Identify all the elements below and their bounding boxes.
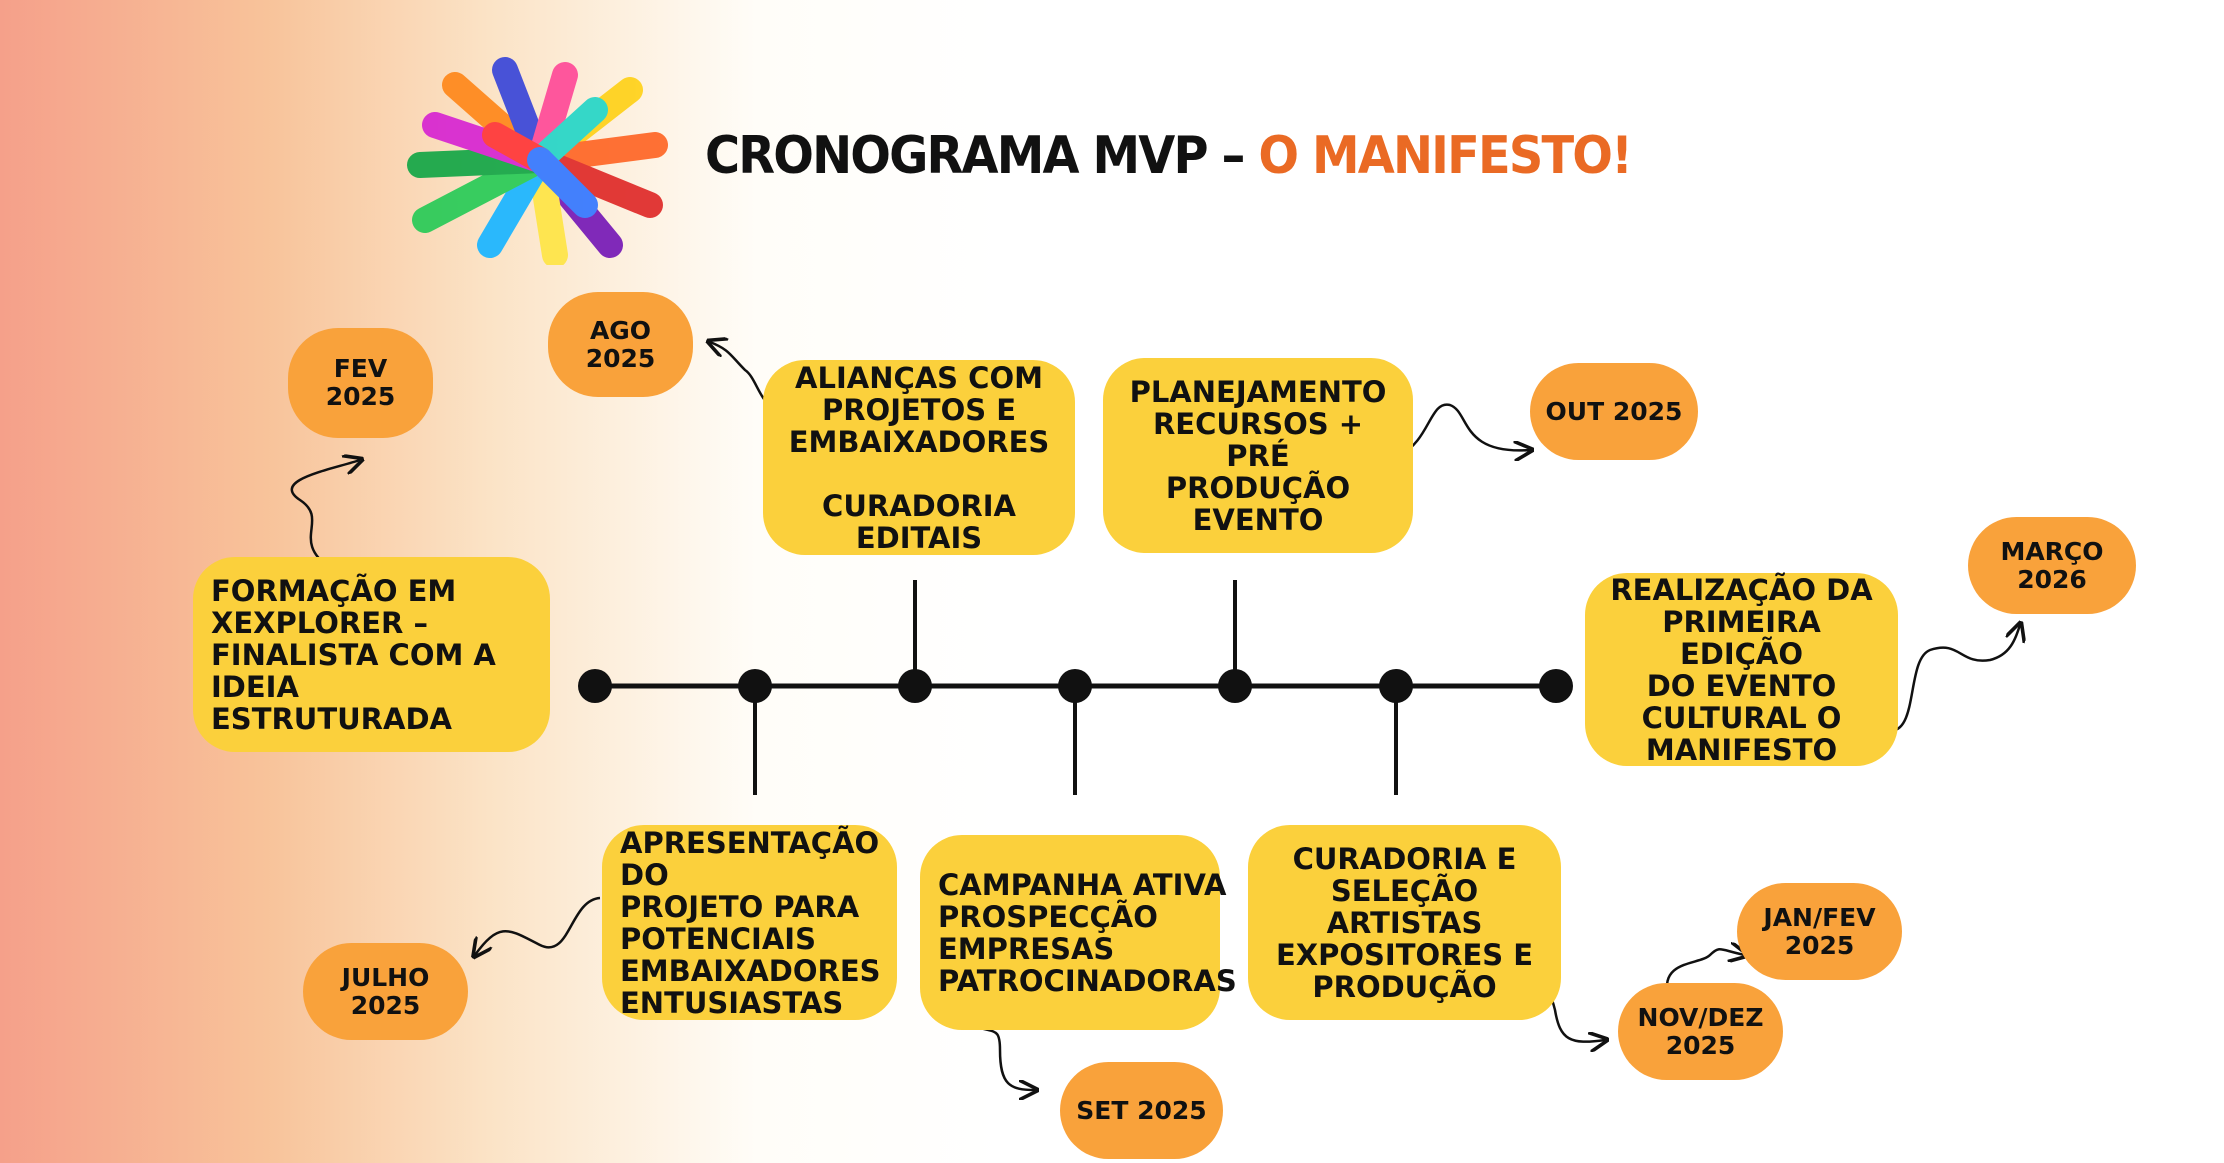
date-pill-out: OUT 2025	[1530, 363, 1698, 460]
arrow-out	[1399, 403, 1530, 455]
timeline-dot	[1379, 669, 1413, 703]
milestone-text-apresentacao: APRESENTAÇÃO DO PROJETO PARA POTENCIAIS …	[620, 825, 881, 1020]
date-label-out: OUT 2025	[1545, 396, 1683, 426]
timeline-dot	[578, 669, 612, 703]
milestone-box-campanha: CAMPANHA ATIVA PROSPECÇÃO EMPRESAS PATRO…	[920, 835, 1237, 1030]
milestone-text-realizacao: REALIZAÇÃO DA PRIMEIRA EDIÇÃO DO EVENTO …	[1610, 572, 1873, 767]
milestone-text-aliancas: ALIANÇAS COM PROJETOS E EMBAIXADORES CUR…	[788, 360, 1050, 555]
arrow-marco	[1884, 625, 2020, 733]
timeline-dot	[898, 669, 932, 703]
arrow-julho	[475, 896, 601, 955]
title-highlight: O MANIFESTO!	[1258, 126, 1632, 186]
date-pill-marco: MARÇO 2026	[1968, 517, 2136, 614]
milestone-box-realizacao: REALIZAÇÃO DA PRIMEIRA EDIÇÃO DO EVENTO …	[1585, 573, 1898, 766]
milestone-box-formacao: FORMAÇÃO EM XEXPLORER – FINALISTA COM A …	[193, 557, 550, 752]
date-pill-ago: AGO 2025	[548, 292, 693, 397]
date-label-ago: AGO 2025	[585, 315, 656, 373]
milestone-text-formacao: FORMAÇÃO EM XEXPLORER – FINALISTA COM A …	[211, 573, 496, 736]
title-main: CRONOGRAMA MVP –	[705, 126, 1259, 186]
milestone-text-curadoria: CURADORIA E SELEÇÃO ARTISTAS EXPOSITORES…	[1275, 841, 1534, 1004]
timeline-dot	[1058, 669, 1092, 703]
date-pill-janfev: JAN/FEV 2025	[1737, 883, 1902, 980]
date-label-marco: MARÇO 2026	[2000, 536, 2104, 594]
date-label-set: SET 2025	[1076, 1095, 1207, 1125]
page-title: CRONOGRAMA MVP – O MANIFESTO!	[705, 126, 1633, 206]
date-pill-set: SET 2025	[1060, 1062, 1223, 1159]
arrow-janfev	[1665, 949, 1745, 996]
date-pill-novdez: NOV/DEZ 2025	[1618, 983, 1783, 1080]
milestone-box-curadoria: CURADORIA E SELEÇÃO ARTISTAS EXPOSITORES…	[1248, 825, 1561, 1020]
date-pill-fev: FEV 2025	[288, 328, 433, 438]
date-label-janfev: JAN/FEV 2025	[1763, 902, 1876, 960]
date-label-fev: FEV 2025	[325, 354, 396, 411]
logo-brush-flower	[407, 57, 668, 265]
arrow-fev	[290, 460, 360, 570]
date-label-novdez: NOV/DEZ 2025	[1637, 1002, 1764, 1060]
milestone-box-aliancas: ALIANÇAS COM PROJETOS E EMBAIXADORES CUR…	[763, 360, 1075, 555]
timeline-dot	[738, 669, 772, 703]
milestone-text-campanha: CAMPANHA ATIVA PROSPECÇÃO EMPRESAS PATRO…	[938, 867, 1237, 998]
date-label-julho: JULHO 2025	[341, 962, 430, 1020]
milestone-box-planejamento: PLANEJAMENTO RECURSOS + PRÉ PRODUÇÃO EVE…	[1103, 358, 1413, 553]
timeline-dot	[1218, 669, 1252, 703]
milestone-text-planejamento: PLANEJAMENTO RECURSOS + PRÉ PRODUÇÃO EVE…	[1129, 374, 1387, 537]
milestone-box-apresentacao: APRESENTAÇÃO DO PROJETO PARA POTENCIAIS …	[602, 825, 897, 1020]
date-pill-julho: JULHO 2025	[303, 943, 468, 1040]
timeline-dot	[1539, 669, 1573, 703]
